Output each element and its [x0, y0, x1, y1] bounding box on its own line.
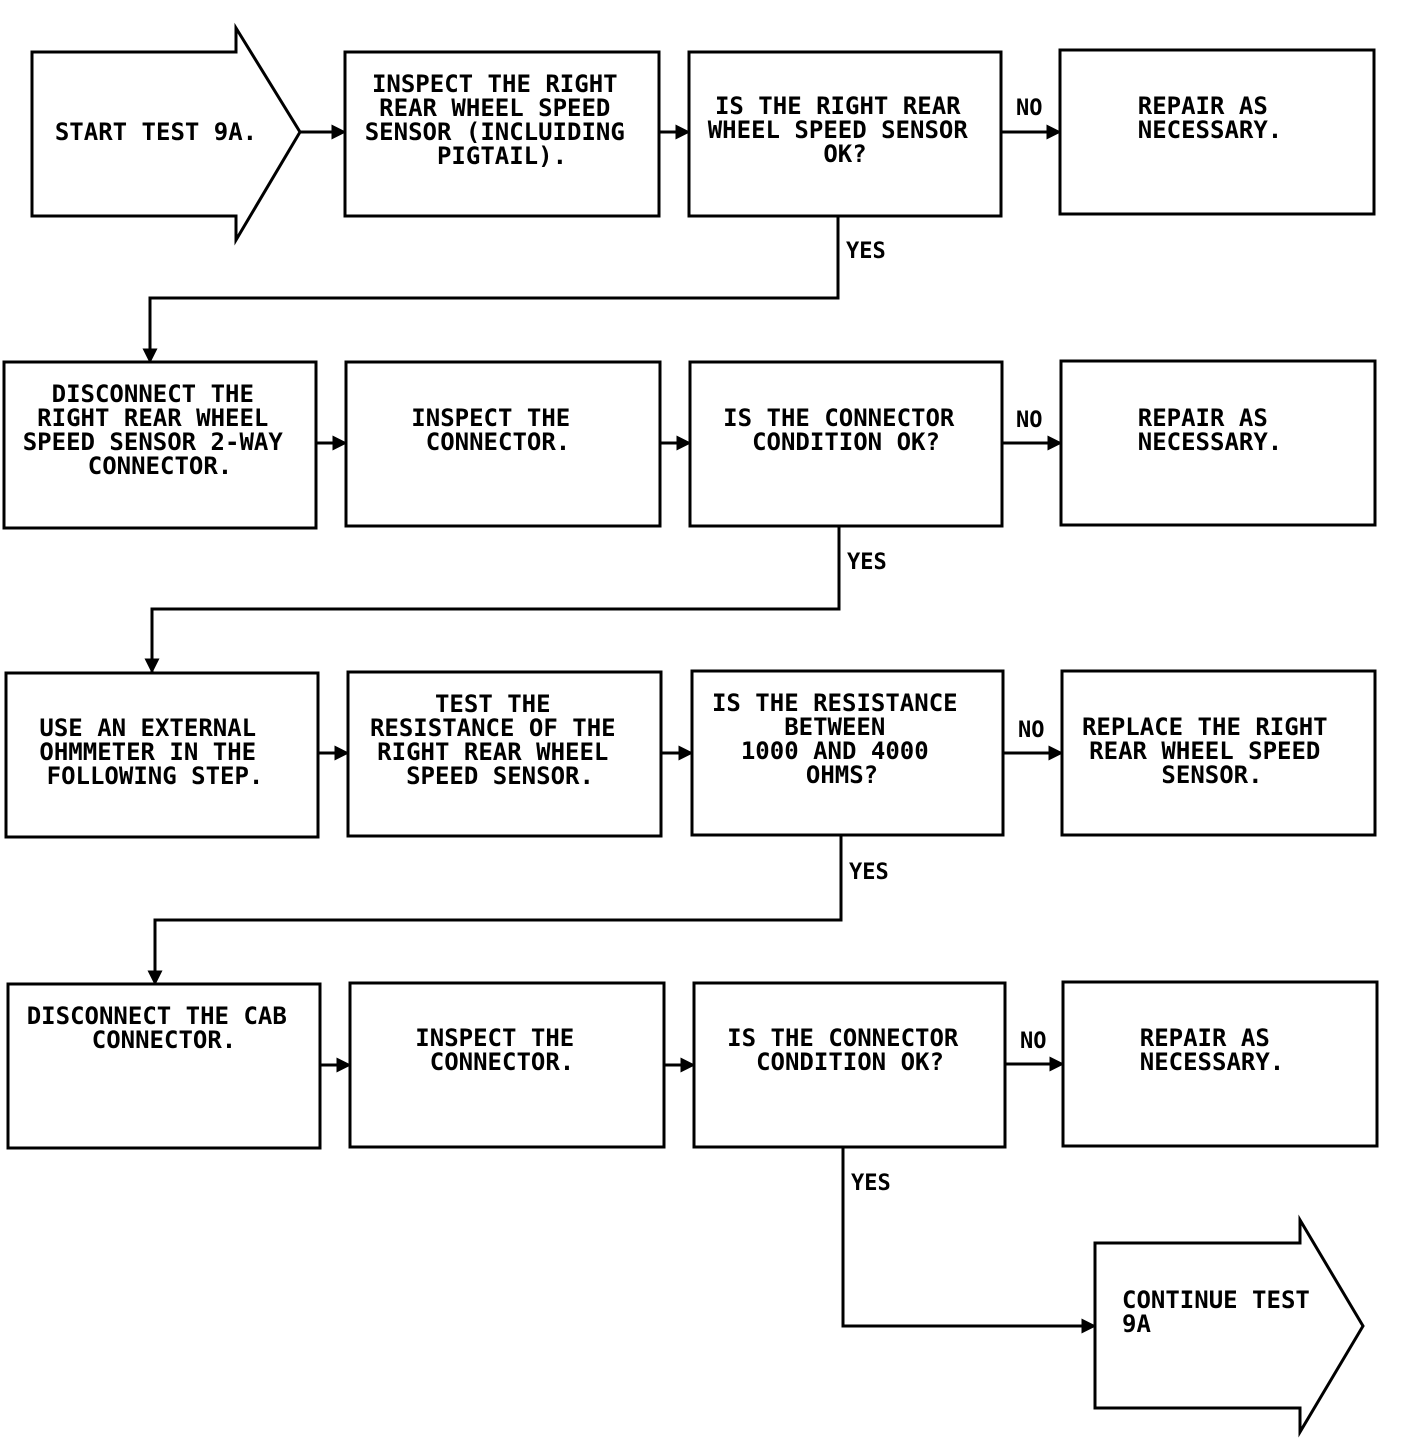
result-line: NECESSARY.: [1138, 116, 1283, 144]
continue-text-line: CONTINUE TEST: [1122, 1286, 1310, 1314]
svg-text:REPAIR AS NECESSARY.: REPAIR AS NECESSARY.: [1138, 404, 1283, 456]
pre-box-disconnect-sensor-connector: DISCONNECT THE RIGHT REAR WHEEL SPEED SE…: [2, 360, 318, 530]
continue-text-line: 9A: [1122, 1310, 1151, 1338]
pre-line: OHMMETER IN THE: [39, 738, 256, 766]
pre-line: DISCONNECT THE: [52, 380, 254, 408]
svg-text:IS THE CONNECTOR CONDITI: IS THE CONNECTOR CONDITION OK?: [727, 1024, 973, 1076]
continue-arrow: CONTINUE TEST 9A: [1093, 1214, 1365, 1438]
action-line: CONNECTOR.: [430, 1048, 575, 1076]
svg-text:DISCONNECT THE CAB CONNE: DISCONNECT THE CAB CONNECTOR.: [27, 1002, 302, 1054]
question-line: WHEEL SPEED SENSOR: [708, 116, 969, 144]
result-line: REPAIR AS: [1138, 92, 1268, 120]
result-box-repair: REPAIR AS NECESSARY.: [1061, 980, 1379, 1148]
action-line: SENSOR (INCLUIDING: [365, 118, 625, 146]
action-line: INSPECT THE: [415, 1024, 574, 1052]
pre-line: RIGHT REAR WHEEL: [37, 404, 268, 432]
svg-text:REPAIR AS NECESSARY.: REPAIR AS NECESSARY.: [1140, 1024, 1285, 1076]
question-line: OHMS?: [806, 761, 878, 789]
no-label: NO: [1016, 96, 1043, 121]
yes-arrow: [841, 1147, 1097, 1334]
question-line: 1000 AND 4000: [741, 737, 929, 765]
action-line: PIGTAIL).: [437, 142, 567, 170]
action-line: RESISTANCE OF THE: [370, 714, 616, 742]
action-line: RIGHT REAR WHEEL: [377, 738, 608, 766]
action-line: INSPECT THE: [411, 404, 570, 432]
no-label: NO: [1020, 1029, 1047, 1054]
yes-arrow: [144, 526, 841, 674]
yes-label: YES: [851, 1171, 891, 1196]
result-box-repair: REPAIR AS NECESSARY.: [1058, 48, 1376, 216]
question-line: CONDITION OK?: [756, 1048, 944, 1076]
pre-line: SPEED SENSOR 2-WAY: [23, 428, 284, 456]
result-line: REPAIR AS: [1140, 1024, 1270, 1052]
pre-line: FOLLOWING STEP.: [47, 762, 264, 790]
svg-text:INSPECT THE CONNECTOR.: INSPECT THE CONNECTOR.: [415, 1024, 588, 1076]
result-box-repair: REPAIR AS NECESSARY.: [1059, 359, 1377, 527]
svg-text:IS THE RESISTANCE BETWEE: IS THE RESISTANCE BETWEEN 1000 AND 4000 …: [712, 689, 972, 789]
question-line: IS THE RIGHT REAR: [715, 92, 961, 120]
decision-box-connector-ok: IS THE CONNECTOR CONDITION OK?: [688, 360, 1004, 528]
svg-text:REPLACE THE RIGHT REAR W: REPLACE THE RIGHT REAR WHEEL SPEED SENSO…: [1082, 713, 1342, 789]
yes-arrow: [142, 216, 840, 364]
action-box-test-resistance: TEST THE RESISTANCE OF THE RIGHT REAR WH…: [346, 670, 663, 838]
svg-text:TEST THE RESISTANCE OF T: TEST THE RESISTANCE OF THE RIGHT REAR WH…: [370, 690, 630, 790]
svg-text:IS THE RIGHT REAR WHEEL: IS THE RIGHT REAR WHEEL SPEED SENSOR OK?: [708, 92, 983, 168]
pre-line: CONNECTOR.: [88, 452, 233, 480]
svg-text:INSPECT THE RIGHT REAR W: INSPECT THE RIGHT REAR WHEEL SPEED SENSO…: [365, 70, 640, 170]
yes-label: YES: [846, 239, 886, 264]
decision-box-resistance-range: IS THE RESISTANCE BETWEEN 1000 AND 4000 …: [690, 669, 1005, 837]
decision-box-sensor-ok: IS THE RIGHT REAR WHEEL SPEED SENSOR OK?: [687, 50, 1003, 218]
start-text: START TEST 9A.: [55, 118, 257, 146]
action-line: INSPECT THE RIGHT: [372, 70, 618, 98]
pre-line: CONNECTOR.: [92, 1026, 237, 1054]
no-label: NO: [1016, 408, 1043, 433]
result-line: NECESSARY.: [1140, 1048, 1285, 1076]
question-line: OK?: [823, 140, 866, 168]
result-line: REPAIR AS: [1138, 404, 1268, 432]
action-box-inspect-connector: INSPECT THE CONNECTOR.: [348, 981, 666, 1149]
decision-box-connector-ok: IS THE CONNECTOR CONDITION OK?: [692, 981, 1007, 1149]
question-line: CONDITION OK?: [752, 428, 940, 456]
no-label: NO: [1018, 718, 1045, 743]
pre-line: USE AN EXTERNAL: [39, 714, 256, 742]
result-line: SENSOR.: [1161, 761, 1262, 789]
result-line: REPLACE THE RIGHT: [1082, 713, 1328, 741]
question-line: IS THE CONNECTOR: [727, 1024, 959, 1052]
result-box-replace-sensor: REPLACE THE RIGHT REAR WHEEL SPEED SENSO…: [1060, 669, 1377, 837]
action-line: REAR WHEEL SPEED: [379, 94, 610, 122]
question-line: BETWEEN: [784, 713, 885, 741]
svg-text:USE AN EXTERNAL OHMMETER: USE AN EXTERNAL OHMMETER IN THE FOLLOWIN…: [39, 714, 270, 790]
action-box-inspect-sensor: INSPECT THE RIGHT REAR WHEEL SPEED SENSO…: [343, 50, 661, 218]
svg-text:DISCONNECT THE RIGHT REA: DISCONNECT THE RIGHT REAR WHEEL SPEED SE…: [23, 380, 298, 480]
svg-text:INSPECT THE CONNECTOR.: INSPECT THE CONNECTOR.: [411, 404, 584, 456]
pre-line: DISCONNECT THE CAB: [27, 1002, 287, 1030]
action-line: SPEED SENSOR.: [406, 762, 594, 790]
question-line: IS THE CONNECTOR: [723, 404, 955, 432]
yes-label: YES: [849, 860, 889, 885]
svg-text:IS THE CONNECTOR CONDITI: IS THE CONNECTOR CONDITION OK?: [723, 404, 969, 456]
start-arrow: START TEST 9A.: [30, 22, 302, 246]
action-line: TEST THE: [435, 690, 551, 718]
yes-arrow: [147, 835, 843, 986]
pre-box-use-ohmmeter: USE AN EXTERNAL OHMMETER IN THE FOLLOWIN…: [4, 671, 320, 839]
pre-box-disconnect-cab-connector: DISCONNECT THE CAB CONNECTOR.: [6, 982, 322, 1150]
result-line: NECESSARY.: [1138, 428, 1283, 456]
question-line: IS THE RESISTANCE: [712, 689, 958, 717]
yes-label: YES: [847, 550, 887, 575]
action-box-inspect-connector: INSPECT THE CONNECTOR.: [344, 360, 662, 528]
action-line: CONNECTOR.: [426, 428, 571, 456]
svg-text:REPAIR AS NECESSARY.: REPAIR AS NECESSARY.: [1138, 92, 1283, 144]
svg-text:CONTINUE TEST 9A: CONTINUE TEST 9A: [1122, 1286, 1324, 1338]
result-line: REAR WHEEL SPEED: [1089, 737, 1320, 765]
